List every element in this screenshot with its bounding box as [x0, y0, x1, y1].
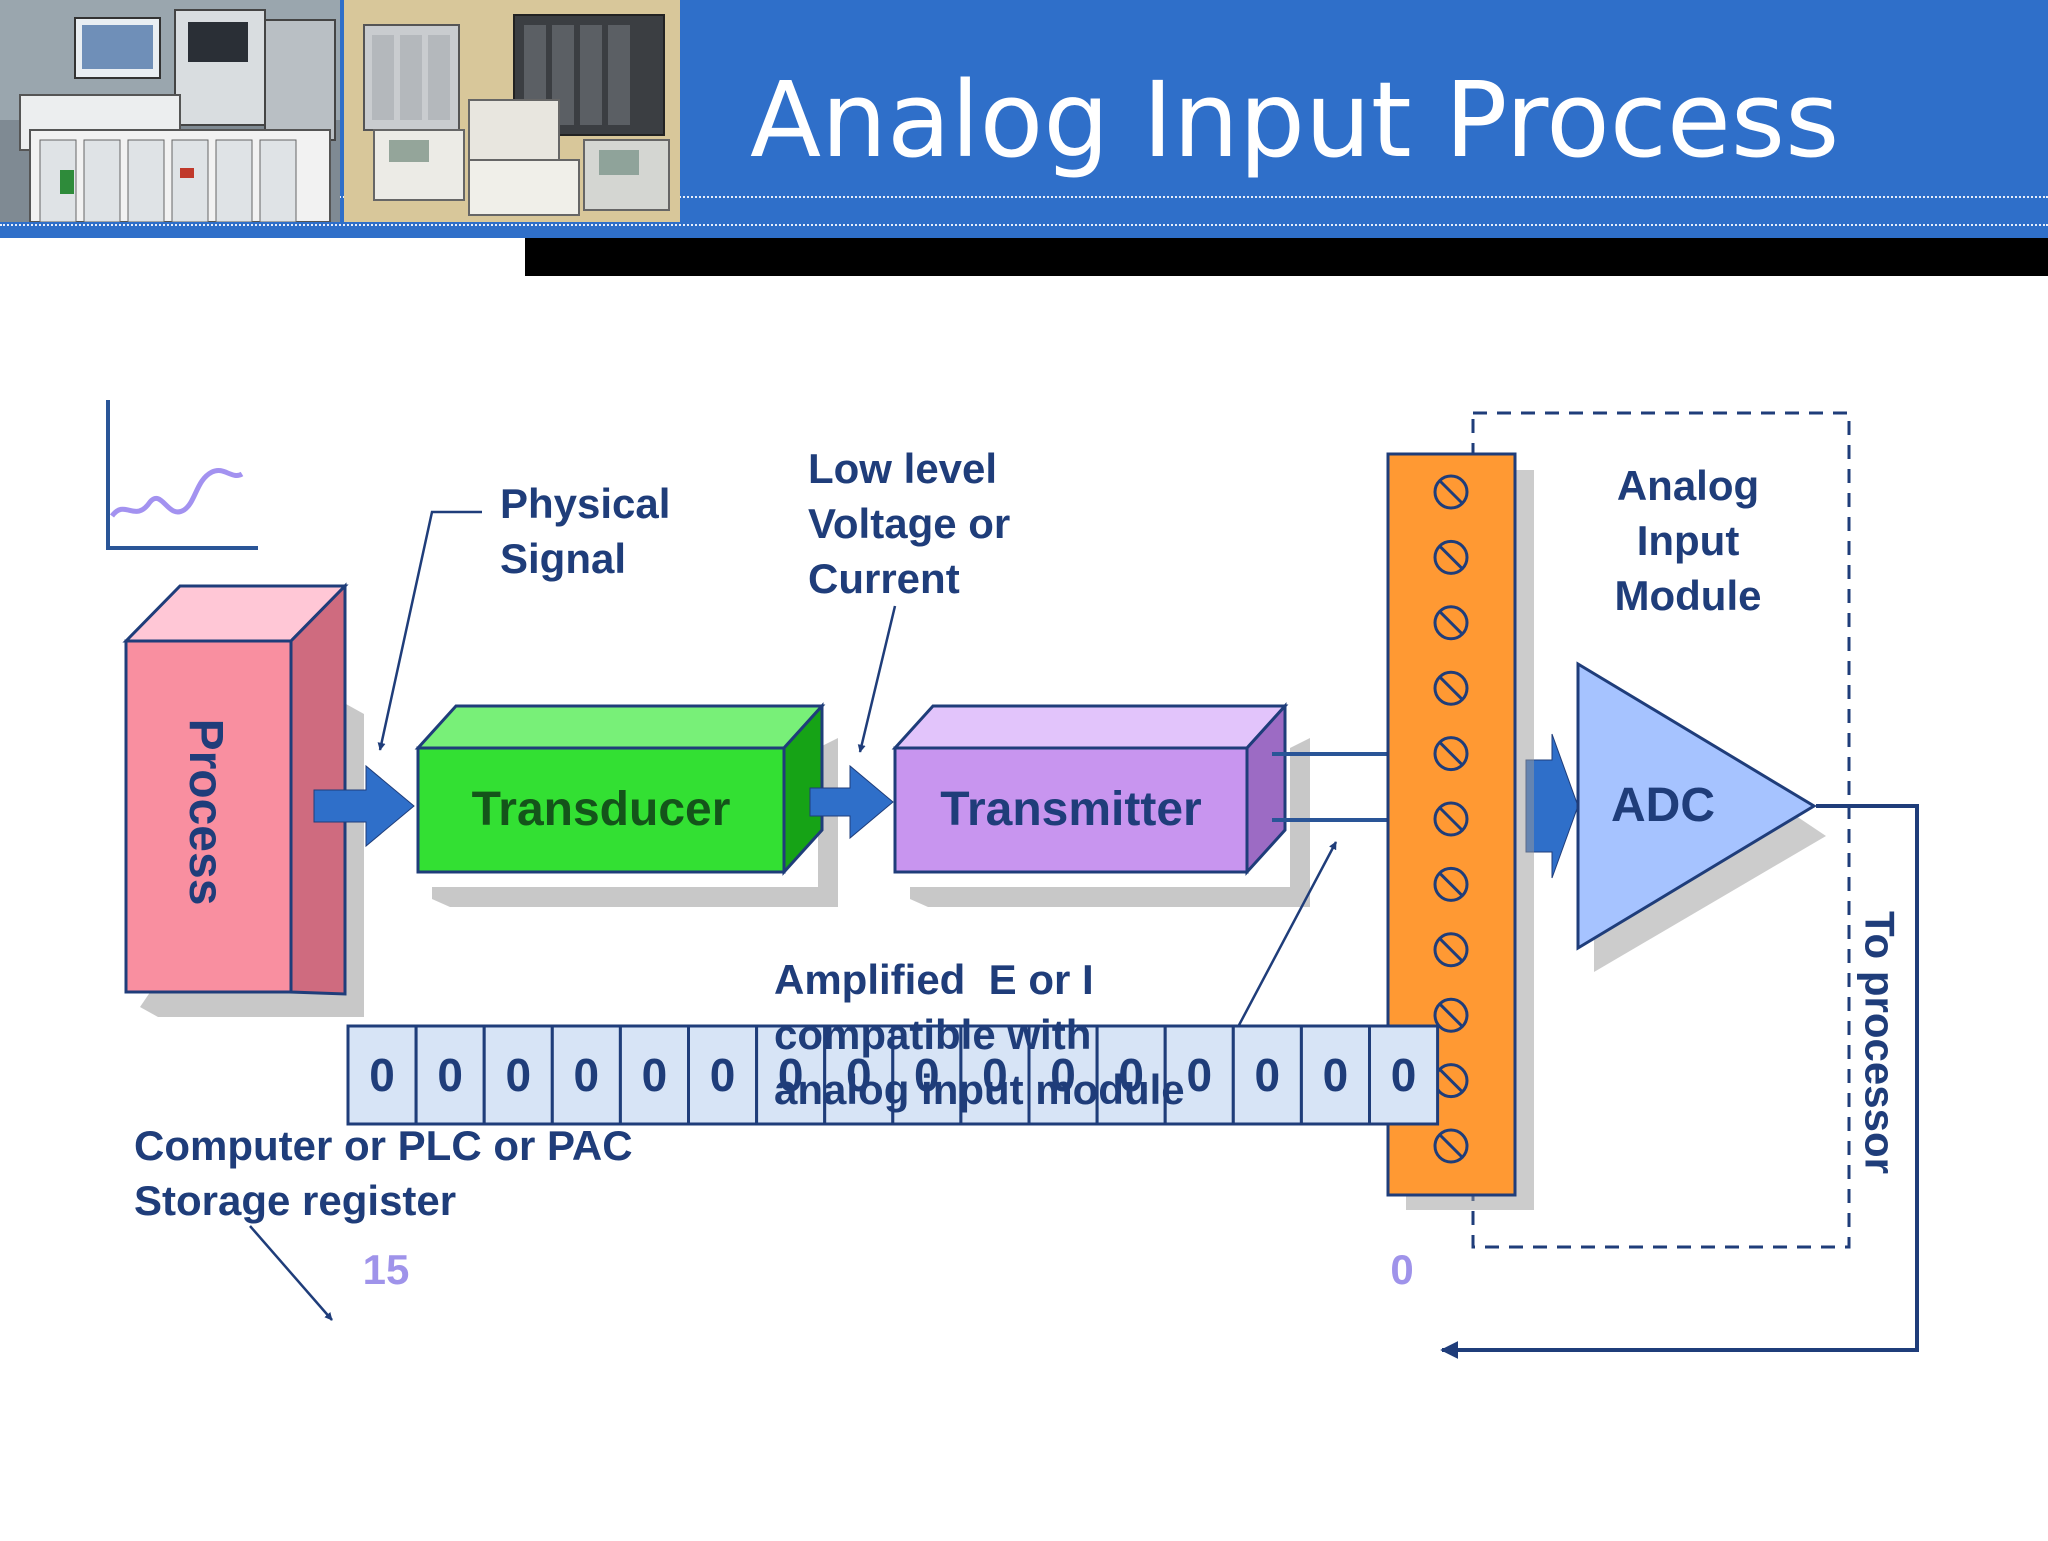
- label-line: Module: [1614, 572, 1762, 619]
- label-line: Storage register: [134, 1177, 457, 1224]
- register-cell: [1231, 1024, 1303, 1126]
- label-line: Computer or PLC or PAC: [134, 1122, 633, 1169]
- label-line: Current: [808, 555, 960, 602]
- adc-label: ADC: [1611, 779, 1715, 832]
- label-line: Analog: [1616, 462, 1760, 509]
- register-caption-callout: [249, 1225, 333, 1321]
- register-cell: [687, 1024, 759, 1126]
- terminal-screw-icon: [1433, 866, 1469, 902]
- label-line: analog input module: [774, 1066, 1185, 1113]
- register-bit: 0: [369, 1049, 395, 1101]
- signal-graph-icon: [106, 400, 258, 550]
- terminal-screw-icon: [1433, 801, 1469, 837]
- register-bit: 0: [777, 1049, 804, 1101]
- transmitter-block: [891, 702, 1310, 907]
- process-to-transducer-arrow: [313, 764, 415, 848]
- header-band: [0, 0, 2048, 238]
- low-level-callout: [857, 605, 897, 753]
- label-line: Signal: [500, 535, 627, 582]
- register-cell: [550, 1024, 622, 1126]
- transducer-label: Transducer: [471, 783, 731, 836]
- register-bit: 0: [1186, 1049, 1213, 1101]
- header-dotted-line: [0, 224, 2048, 226]
- terminal-screw-icon: [1433, 605, 1469, 641]
- register-cell: [1095, 1024, 1167, 1126]
- register-bit: 0: [505, 1049, 532, 1101]
- label-line: Input: [1636, 517, 1740, 564]
- register-cell: [891, 1024, 963, 1126]
- register-bit: 0: [437, 1049, 463, 1101]
- to-processor-label: To processor: [1856, 911, 1904, 1174]
- register-cell: [414, 1024, 486, 1126]
- label-line: Amplified E or I: [774, 956, 1094, 1003]
- controller-hardware-photo: [0, 0, 340, 222]
- register-cell: [1299, 1024, 1372, 1126]
- register-cell: [1027, 1024, 1099, 1126]
- physical-signal-label: Physical Signal: [500, 476, 670, 586]
- register-bit: 0: [709, 1049, 736, 1101]
- physical-signal-callout: [377, 510, 482, 751]
- register-bit: 0: [573, 1049, 600, 1101]
- terminal-screw-icon: [1433, 997, 1469, 1033]
- slide-title: Analog Input Process: [750, 59, 1840, 181]
- transducer-to-transmitter-arrow: [809, 764, 894, 840]
- register-bit: 0: [1050, 1049, 1076, 1101]
- register-bit: 0: [1254, 1049, 1281, 1101]
- diagram-canvas: [106, 400, 1919, 1359]
- header-dotted-line: [0, 196, 2048, 198]
- process-label: Process: [179, 718, 232, 906]
- transducer-block: [414, 702, 838, 907]
- storage-register: [346, 1024, 1440, 1126]
- register-cell: [1163, 1024, 1235, 1126]
- register-cell: [1368, 1024, 1440, 1126]
- label-line: Low level: [808, 445, 998, 492]
- register-bit: 0: [1322, 1049, 1349, 1101]
- adc-block: [1576, 661, 1826, 972]
- register-lsb-index: 0: [1390, 1246, 1414, 1293]
- register-bit: 0: [1390, 1049, 1417, 1101]
- analog-input-module-label: Analog Input Module: [1568, 458, 1808, 623]
- terminal-screw-icon: [1433, 736, 1469, 772]
- terminal-screw-icon: [1433, 932, 1469, 968]
- register-bit: 0: [1118, 1049, 1144, 1101]
- register-bit: 0: [914, 1049, 940, 1101]
- transmitter-label: Transmitter: [940, 783, 1202, 836]
- terminal-screw-icon: [1433, 670, 1469, 706]
- label-line: Voltage or: [808, 500, 1011, 547]
- label-line: compatible with: [774, 1011, 1092, 1058]
- amplified-signal-label: Amplified E or I compatible with analog …: [774, 952, 1185, 1117]
- register-msb-index: 15: [362, 1246, 410, 1293]
- analog-input-diagram: Process Transducer Transmitter ADC Physi…: [0, 276, 2048, 1536]
- register-cell: [959, 1024, 1031, 1126]
- low-level-label: Low level Voltage or Current: [808, 441, 1010, 606]
- plc-hardware-photo: [344, 0, 680, 222]
- terminal-screws: [1433, 474, 1469, 1164]
- terminal-screw-icon: [1433, 1063, 1469, 1099]
- register-caption: Computer or PLC or PAC Storage register: [134, 1118, 633, 1228]
- terminal-screw-icon: [1433, 474, 1469, 510]
- register-bit: 0: [982, 1049, 1008, 1101]
- register-cell: [618, 1024, 691, 1126]
- adc-to-register-line: [1440, 804, 1919, 1359]
- register-bit: 0: [641, 1049, 668, 1101]
- header-black-bar: [525, 238, 2048, 276]
- register-cell: [346, 1024, 418, 1126]
- label-line: Physical: [500, 480, 671, 527]
- register-bit: 0: [845, 1049, 872, 1101]
- terminal-screw-icon: [1433, 1128, 1469, 1164]
- terminal-screw-icon: [1433, 539, 1469, 575]
